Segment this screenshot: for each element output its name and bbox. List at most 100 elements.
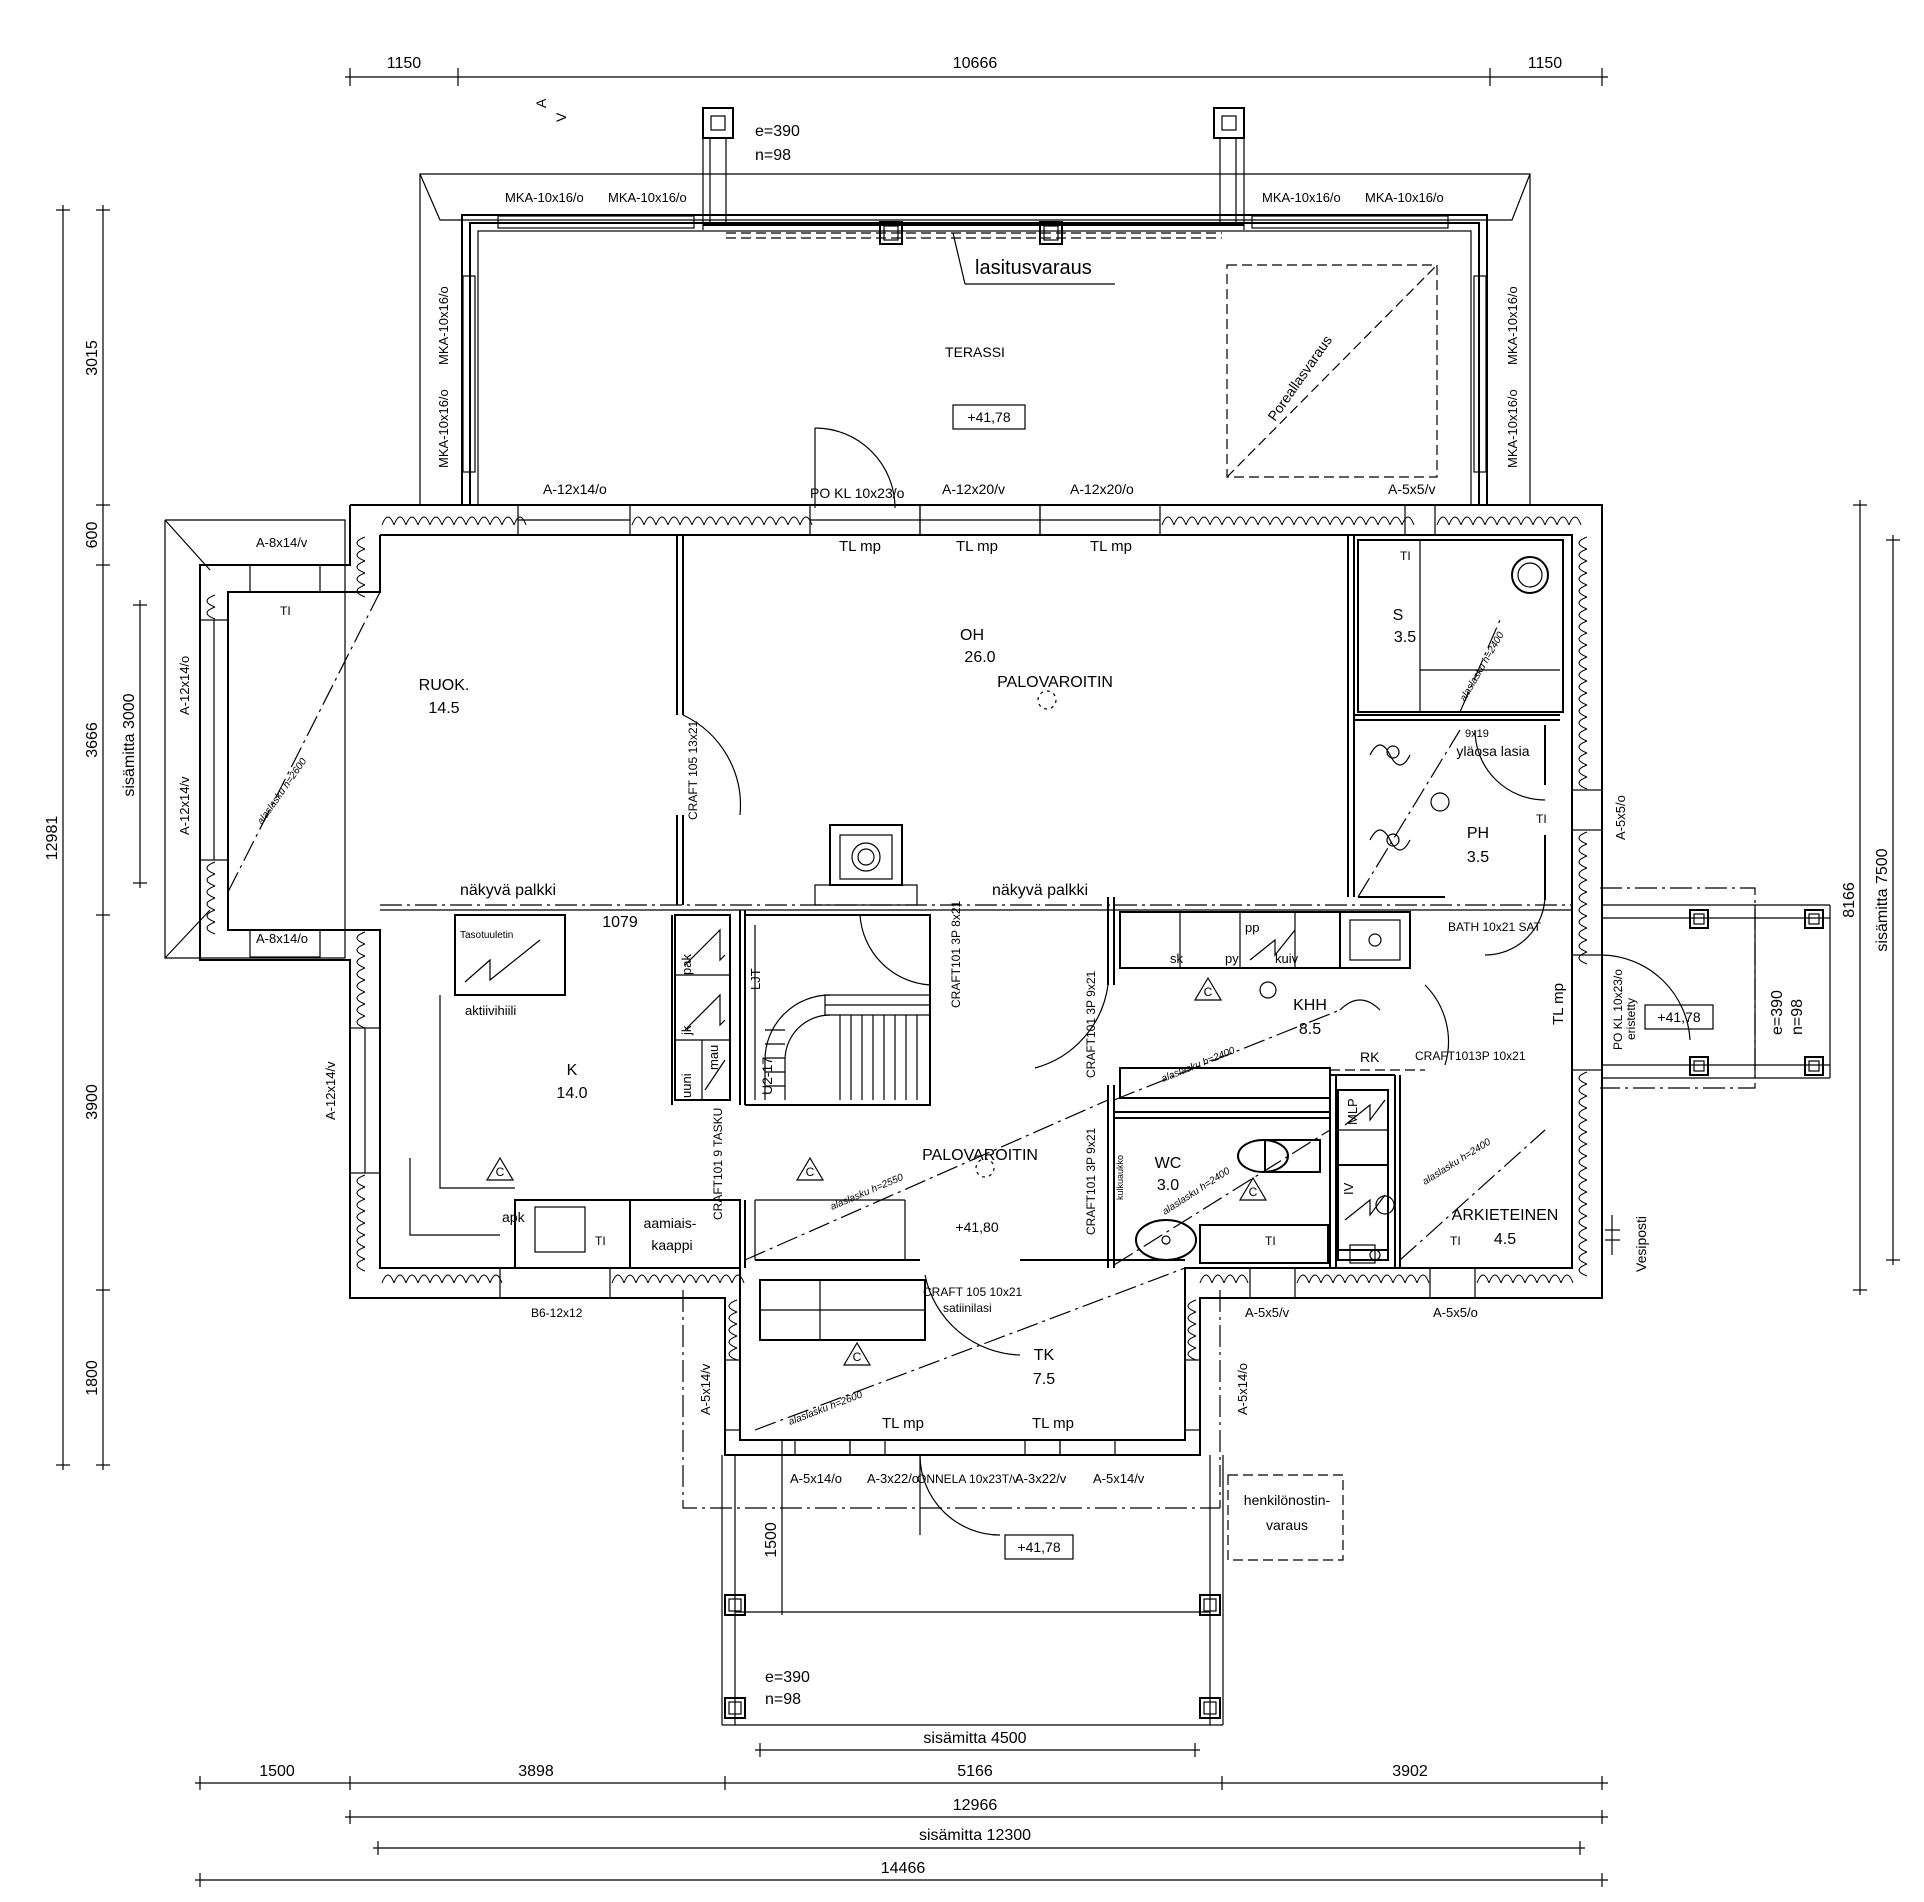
dim-top-3: 1150: [1528, 55, 1563, 72]
kitchen: [409, 914, 1109, 1269]
room-utility-area: 8.5: [1299, 1021, 1321, 1038]
wall-pattern: [631, 516, 645, 526]
wall-pattern: [1578, 656, 1588, 670]
terrace-text: e=390 n=98 lasitusvaraus TERASSI +41,78 …: [436, 123, 1520, 501]
back-porch: [1484, 894, 1831, 1079]
breakfast-cab-2: kaappi: [651, 1237, 692, 1253]
wall-pattern: [728, 1323, 738, 1337]
wall-pattern: [1578, 831, 1588, 845]
wall-pattern: [1187, 1335, 1197, 1349]
entry: [721, 1267, 1344, 1726]
back-n: n=98: [1789, 999, 1806, 1035]
wall-pattern: [1578, 740, 1588, 754]
door-entry-outer: ONNELA 10x23T/v: [917, 1472, 1018, 1486]
window-tl-5: TL mp: [1032, 1415, 1074, 1432]
wall-pattern: [453, 1274, 467, 1284]
c-symbol-label: C: [1249, 1185, 1258, 1199]
upper-glass-label: yläosa lasia: [1456, 743, 1529, 759]
dim-left-entry: 1800: [84, 1360, 101, 1396]
wall-pattern: [1578, 1191, 1588, 1205]
wall-pattern: [356, 1258, 366, 1272]
wall-pattern: [1233, 516, 1247, 526]
window-terrace-right: A-5x5/v: [1388, 481, 1435, 497]
mka-label-3: MKA-10x16/o: [1262, 190, 1341, 205]
ceiling-sauna: alaslasku h=2400: [1458, 630, 1507, 704]
wall-pattern: [381, 1274, 395, 1284]
wall-pattern: [1472, 516, 1486, 526]
stair-treads: [765, 1015, 918, 1100]
wall-pattern: [683, 1274, 697, 1284]
wall-pattern: [356, 979, 366, 993]
wall-pattern: [1578, 879, 1588, 893]
wall-pattern: [1578, 1131, 1588, 1145]
dim-top-2: 10666: [953, 55, 998, 72]
wall-pattern: [1578, 728, 1588, 742]
cab-jk: jk: [679, 1025, 694, 1036]
wall-pattern: [1199, 1274, 1213, 1284]
wall-pattern: [1578, 680, 1588, 694]
window-entry-s2: A-3x22/o: [867, 1471, 919, 1486]
wall-pattern: [1356, 1274, 1370, 1284]
wall-pattern: [1578, 927, 1588, 941]
beam-label-2: näkyvä palkki: [992, 882, 1088, 899]
wall-pattern: [611, 1274, 625, 1284]
wall-pattern: [707, 1274, 721, 1284]
wall-pattern: [1317, 516, 1331, 526]
dim-kitchen-offset: 1079: [602, 914, 638, 931]
wall-pattern: [1344, 1274, 1358, 1284]
wall-pattern: [1245, 516, 1259, 526]
wall-pattern: [1578, 1179, 1588, 1193]
wall-pattern: [356, 991, 366, 1005]
wall-pattern: [1296, 1274, 1310, 1284]
wall-pattern: [728, 1335, 738, 1349]
door-9x19: 9x19: [1465, 728, 1489, 740]
wall-pattern: [1578, 1251, 1588, 1265]
aktiivihiili-label: aktiivihiili: [465, 1003, 516, 1018]
dining-room: [227, 591, 381, 893]
dim-bottom-outer: 12966: [953, 1797, 998, 1814]
door-back: PO KL 10x23/o: [1611, 969, 1625, 1050]
ti-2: TI: [1400, 549, 1411, 563]
wall-pattern: [1578, 584, 1588, 598]
wall-pattern: [1544, 516, 1558, 526]
mka-label-8: MKA-10x16/o: [1505, 389, 1520, 468]
dim-bottom-2: 3898: [518, 1763, 554, 1780]
wall-pattern: [405, 1274, 419, 1284]
mka-label-5: MKA-10x16/o: [436, 286, 451, 365]
room-utility-name: KHH: [1293, 997, 1327, 1014]
room-living-area: 26.0: [964, 649, 995, 666]
c-symbol-label: C: [806, 1165, 815, 1179]
wall-pattern: [356, 1246, 366, 1260]
wall-pattern: [1221, 516, 1235, 526]
wall-pattern: [1578, 560, 1588, 574]
wall-pattern: [1532, 516, 1546, 526]
wall-pattern: [1578, 548, 1588, 562]
wall-pattern: [356, 1222, 366, 1236]
dim-bottom-total: 14466: [881, 1860, 926, 1877]
wall-pattern: [477, 516, 491, 526]
cab-mau: mau: [706, 1045, 721, 1070]
wall-pattern: [1173, 516, 1187, 526]
wall-pattern: [1269, 516, 1283, 526]
wall-pattern: [356, 560, 366, 574]
cab-uuni: uuni: [679, 1073, 694, 1098]
dim-bottom-1: 1500: [259, 1763, 295, 1780]
wall-pattern: [356, 931, 366, 945]
wall-pattern: [393, 516, 407, 526]
stairs: [754, 914, 931, 1100]
wall-pattern: [1578, 1215, 1588, 1229]
room-back-name: ARKIETEINEN: [1452, 1207, 1559, 1224]
wall-pattern: [453, 516, 467, 526]
wall-pattern: [1341, 516, 1355, 526]
breakfast-cab-1: aamiais-: [644, 1215, 697, 1231]
wall-pattern: [356, 1186, 366, 1200]
window-bay-bottom: A-8x14/o: [256, 931, 308, 946]
wall-pattern: [1305, 516, 1319, 526]
mka-label-1: MKA-10x16/o: [505, 190, 584, 205]
water-post-label: Vesiposti: [1633, 1216, 1649, 1272]
wall-pattern: [1556, 516, 1570, 526]
wall-pattern: [728, 1299, 738, 1313]
c-symbol-label: C: [853, 1350, 862, 1364]
dim-left-terrace: 3015: [84, 340, 101, 376]
wall-pattern: [1187, 1323, 1197, 1337]
